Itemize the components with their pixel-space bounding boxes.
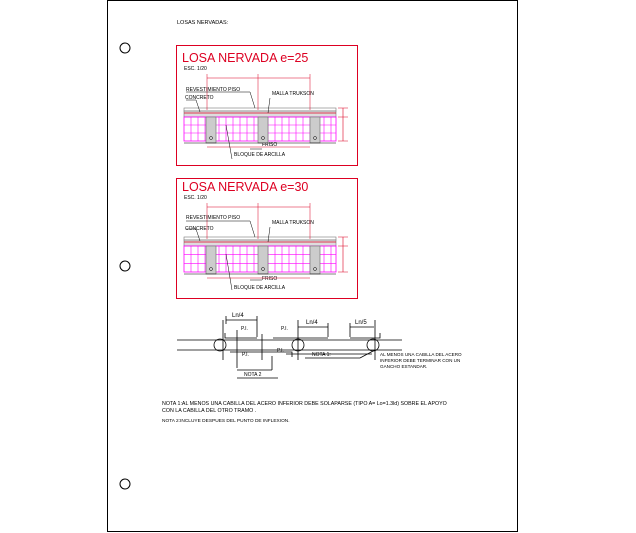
label-revestimiento: REVESTIMIENTO PISO — [186, 87, 240, 93]
rib-rebar — [209, 136, 213, 140]
concrete-rib — [257, 116, 269, 144]
sheet-border — [107, 0, 518, 532]
slab-detail-e25: LOSA NERVADA e=25 ESC. 1/20 REVESTIMIENT… — [176, 45, 358, 166]
concrete-rib — [205, 245, 217, 275]
label-concreto: CONCRETO — [185, 95, 214, 101]
label-concreto: CONCRETO — [185, 226, 214, 232]
label-pi-top-2: P.I. — [281, 326, 288, 332]
leader-bloque — [225, 253, 233, 291]
concrete-rib — [309, 245, 321, 275]
leader-concreto — [186, 99, 201, 113]
nota1-line2: CON LA CABILLA DEL OTRO TRAMO . — [162, 408, 256, 414]
leader-revestimiento — [186, 91, 256, 109]
rebar-anchorage-detail — [177, 316, 402, 379]
rib-rebar — [313, 267, 317, 271]
label-revestimiento: REVESTIMIENTO PISO — [186, 215, 240, 221]
rebar-detail-labels: Ln/4 Ln/4 Ln/5 P.I. P.I. P.I. P.I. NOTA … — [232, 313, 462, 378]
bottom-bar-left — [230, 351, 293, 357]
label-malla: MALLA TRUKSON — [272, 91, 314, 97]
binder-hole-middle — [119, 260, 131, 272]
label-malla: MALLA TRUKSON — [272, 220, 314, 226]
side-note-line1: AL MENOS UNA CABILLA DEL ACERO — [380, 352, 462, 357]
label-nota1-tag: NOTA 1: — [312, 352, 331, 358]
label-pi-bottom-1: P.I. — [242, 352, 249, 358]
label-pi-top-1: P.I. — [241, 326, 248, 332]
concrete-topping — [183, 239, 337, 247]
concrete-rib — [257, 245, 269, 275]
slab-cross-section — [183, 203, 348, 291]
label-ln4-right: Ln/4 — [306, 320, 318, 326]
leader-bloque — [225, 124, 233, 160]
detail-scale: ESC. 1/20 — [184, 66, 207, 72]
rib-rebar — [209, 267, 213, 271]
detail-title: LOSA NERVADA e=30 — [182, 180, 308, 194]
side-note-line3: GANCHO ESTANDAR. — [380, 364, 427, 369]
rib-rebar — [313, 136, 317, 140]
concrete-rib — [309, 116, 321, 144]
label-bloque: BLOQUE DE ARCILLA — [234, 152, 286, 158]
detail-title: LOSA NERVADA e=25 — [182, 51, 308, 65]
top-bar-left — [224, 333, 257, 339]
label-pi-bottom-2: P.I. — [277, 348, 284, 354]
label-friso: FRISO — [262, 142, 277, 148]
leader-revestimiento — [186, 220, 256, 238]
leader-malla — [267, 97, 271, 114]
rib-rebar — [261, 136, 265, 140]
leader-concreto — [186, 228, 201, 242]
detail-frame — [176, 178, 358, 299]
nota1-line1: NOTA 1:AL MENOS UNA CABILLA DEL ACERO IN… — [162, 401, 447, 407]
side-note-line2: INFERIOR DEBE TERMINAR CON UN — [380, 358, 460, 363]
sheet-title: LOSAS NERVADAS: — [177, 20, 229, 26]
rib-rebar — [261, 267, 265, 271]
top-bar-right — [350, 333, 381, 339]
label-friso: FRISO — [262, 276, 277, 282]
binder-hole-top — [119, 42, 131, 54]
nota1-leader — [305, 349, 376, 359]
nota2-text: NOTA 2:INCLUYE DESPUES DEL PUNTO DE INFL… — [162, 418, 290, 424]
concrete-topping — [183, 110, 337, 118]
slab-cross-section — [183, 74, 348, 160]
slab-detail-e30: LOSA NERVADA e=30 ESC. 1/20 REVESTIMIENT… — [176, 178, 358, 299]
label-ln4-left: Ln/4 — [232, 313, 244, 319]
support-left-circle — [213, 338, 227, 352]
leader-malla — [267, 226, 271, 243]
label-nota2-tag: NOTA 2 — [244, 372, 262, 378]
label-bloque: BLOQUE DE ARCILLA — [234, 285, 286, 291]
support-center-circle — [291, 338, 305, 352]
binder-hole-bottom — [119, 478, 131, 490]
detail-scale: ESC. 1/20 — [184, 195, 207, 201]
support-right-circle — [366, 338, 380, 352]
label-ln5: Ln/5 — [355, 320, 367, 326]
concrete-rib — [205, 116, 217, 144]
detail-frame — [176, 45, 358, 166]
